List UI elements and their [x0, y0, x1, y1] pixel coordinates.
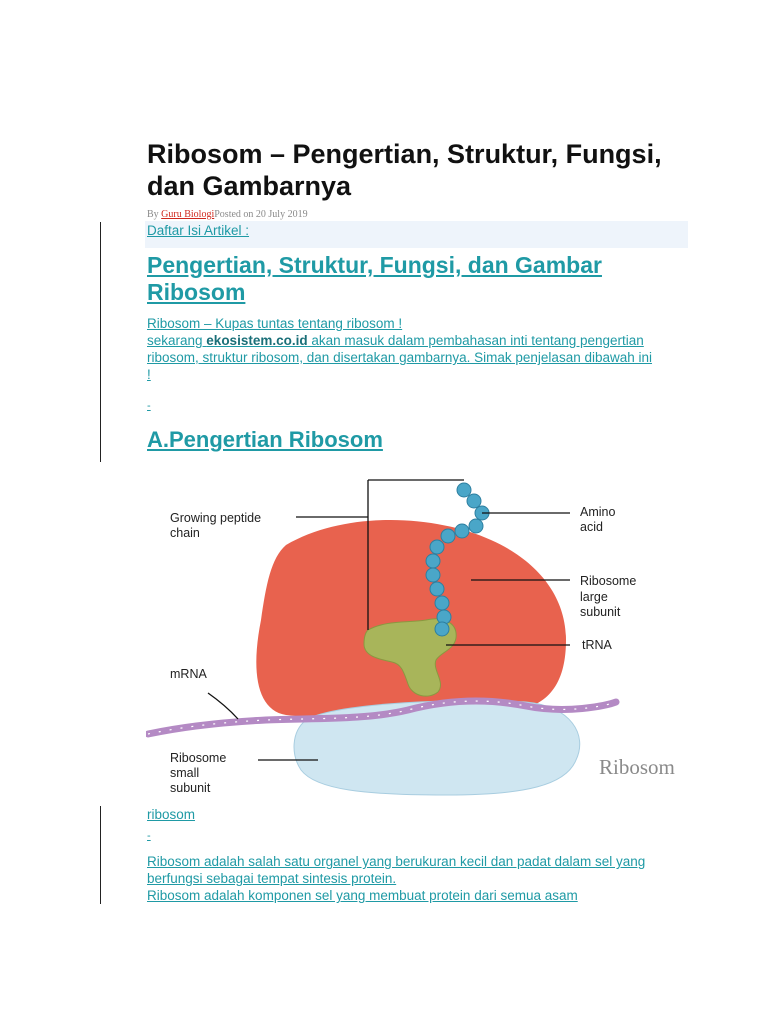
post-date: Posted on 20 July 2019 [214, 209, 308, 220]
ribosome-diagram: Growing peptide chain Amino acid Ribosom… [146, 479, 675, 796]
toc-label[interactable]: Daftar Isi Artikel : [147, 223, 250, 238]
svg-text:large: large [580, 590, 608, 604]
large-subunit-shape [256, 520, 566, 719]
svg-text:subunit: subunit [170, 781, 211, 795]
subsection-heading-link[interactable]: A.Pengertian Ribosom [147, 427, 383, 452]
byline: By Guru BiologiPosted on 20 July 2019 [147, 209, 308, 220]
svg-text:Ribosome: Ribosome [580, 574, 636, 588]
diagram-labels: Growing peptide chain Amino acid Ribosom… [170, 505, 636, 795]
label-amino: Amino [580, 505, 615, 519]
leader-lines [207, 479, 570, 761]
intro-body[interactable]: sekarang ekosistem.co.id akan masuk dala… [147, 332, 657, 383]
label-acid: acid [580, 520, 603, 534]
svg-text:tRNA: tRNA [582, 638, 613, 652]
byline-prefix: By [147, 209, 162, 220]
intro-rest: akan masuk dalam pembahasan inti tentang… [147, 333, 653, 382]
svg-text:mRNA: mRNA [170, 667, 207, 681]
dash-link[interactable]: - [147, 830, 151, 842]
body-paragraph[interactable]: Ribosom adalah salah satu organel yang b… [147, 853, 667, 904]
image-caption-link[interactable]: ribosom [147, 807, 196, 822]
author-link[interactable]: Guru Biologi [161, 209, 215, 220]
svg-text:Ribosome: Ribosome [170, 751, 226, 765]
intro-line[interactable]: Ribosom – Kupas tuntas tentang ribosom ! [147, 316, 403, 331]
svg-text:subunit: subunit [580, 605, 621, 619]
label-chain: chain [170, 526, 200, 540]
svg-text:chain: chain [170, 526, 200, 540]
intro-paragraph[interactable]: Ribosom – Kupas tuntas tentang ribosom !… [147, 315, 657, 383]
left-margin-bar [100, 222, 101, 462]
svg-text:Ribosom: Ribosom [599, 755, 675, 779]
intro-prefix: sekarang [147, 333, 207, 348]
label-subunit-small: subunit [170, 781, 211, 795]
svg-text:acid: acid [580, 520, 603, 534]
article-title: Ribosom – Pengertian, Struktur, Fungsi, … [147, 139, 662, 201]
left-margin-bar [100, 806, 101, 904]
label-small: small [170, 766, 199, 780]
mrna-segments [147, 700, 617, 735]
body-line[interactable]: Ribosom adalah komponen sel yang membuat… [147, 888, 578, 903]
body-line[interactable]: Ribosom adalah salah satu organel yang b… [147, 854, 646, 886]
site-name[interactable]: ekosistem.co.id [206, 333, 308, 348]
section-heading-link[interactable]: Pengertian, Struktur, Fungsi, dan Gambar… [147, 252, 602, 305]
svg-text:Growing peptide: Growing peptide [170, 511, 261, 525]
watermark-text: Ribosom [599, 755, 675, 779]
label-mrna: mRNA [170, 667, 207, 681]
table-of-contents[interactable]: Daftar Isi Artikel : [145, 221, 688, 248]
label-large: large [580, 590, 608, 604]
label-trna: tRNA [582, 638, 613, 652]
amino-acid-chain [425, 482, 490, 637]
dash-link[interactable]: - [147, 400, 151, 412]
label-ribosome-large: Ribosome [580, 574, 636, 588]
label-ribosome-small: Ribosome [170, 751, 226, 765]
svg-text:small: small [170, 766, 199, 780]
label-subunit-large: subunit [580, 605, 621, 619]
label-growing-peptide: Growing peptide [170, 511, 261, 525]
svg-text:Amino: Amino [580, 505, 615, 519]
